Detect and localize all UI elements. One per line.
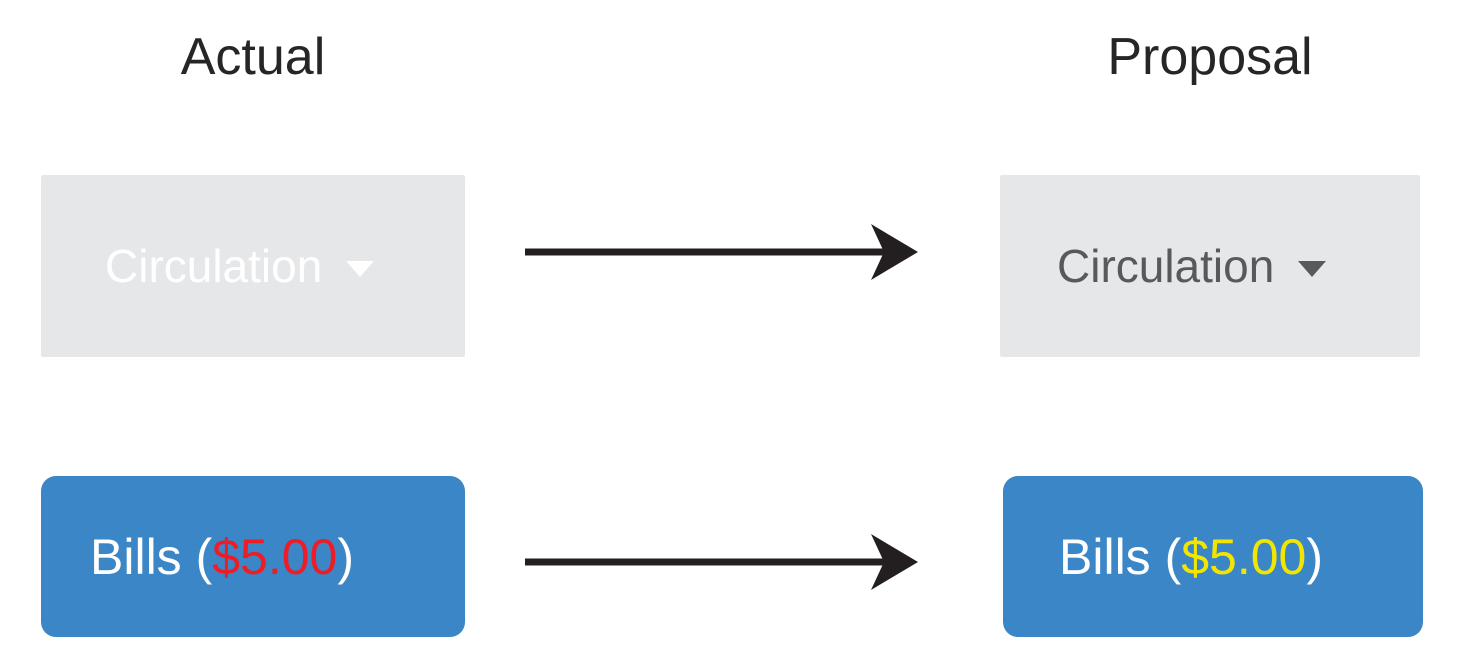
circulation-dropdown-actual-label: Circulation: [105, 240, 323, 292]
chevron-down-icon[interactable]: [1298, 261, 1327, 277]
bills-card-proposal[interactable]: Bills ($5.00): [1003, 476, 1423, 637]
bills-label-prefix: Bills (: [1059, 528, 1182, 585]
chevron-down-icon[interactable]: [346, 261, 375, 277]
bills-amount-actual: $5.00: [212, 528, 338, 585]
bills-card-proposal-label: Bills ($5.00): [1059, 532, 1323, 582]
arrow-right-icon: [525, 534, 918, 590]
bills-amount-proposal: $5.00: [1181, 528, 1307, 585]
column-heading-actual: Actual: [180, 28, 326, 86]
column-heading-proposal: Proposal: [1107, 28, 1313, 86]
arrow-bills: [519, 527, 919, 597]
arrow-right-icon: [525, 224, 918, 280]
circulation-dropdown-proposal[interactable]: Circulation: [1000, 175, 1420, 357]
bills-card-actual-label: Bills ($5.00): [90, 532, 354, 582]
bills-label-suffix: ): [337, 528, 354, 585]
bills-label-suffix: ): [1306, 528, 1323, 585]
bills-card-actual[interactable]: Bills ($5.00): [41, 476, 465, 637]
circulation-dropdown-actual[interactable]: Circulation: [41, 175, 465, 357]
bills-label-prefix: Bills (: [90, 528, 213, 585]
arrow-circulation: [519, 217, 919, 287]
circulation-dropdown-proposal-label: Circulation: [1057, 240, 1275, 292]
